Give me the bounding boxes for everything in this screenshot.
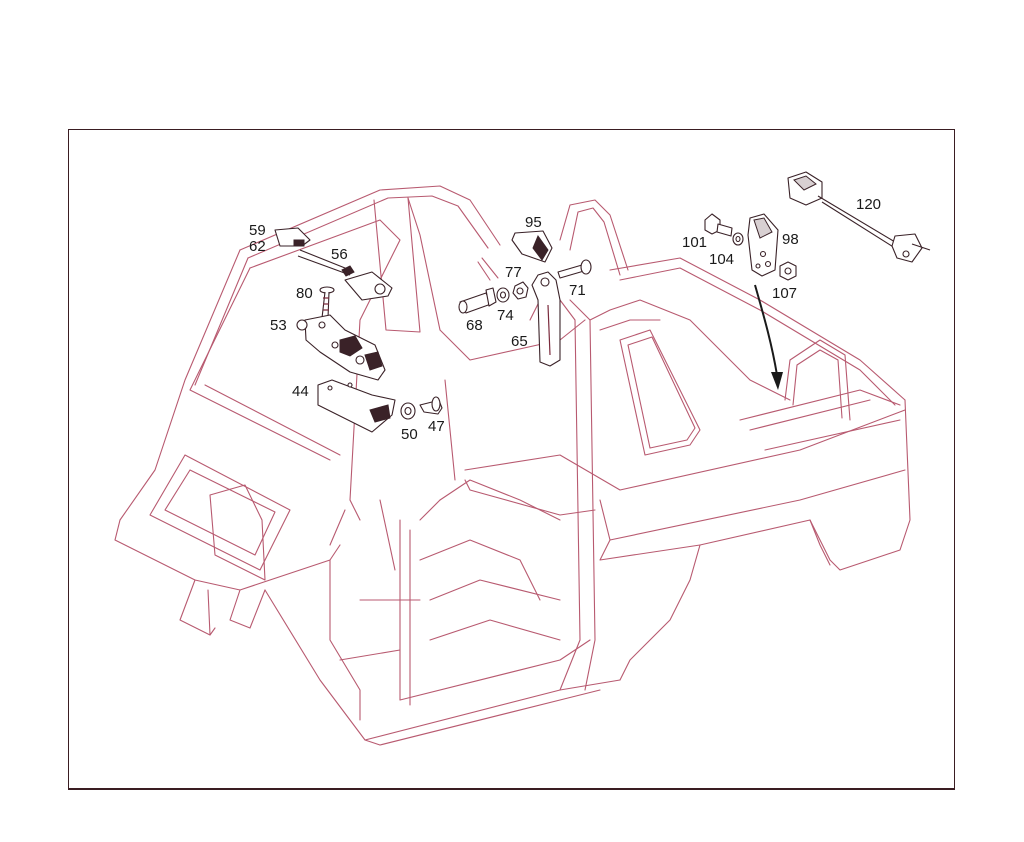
callout-74: 74 <box>497 307 514 324</box>
callout-98: 98 <box>782 231 799 248</box>
bolt-101 <box>704 213 733 237</box>
bolt-47 <box>419 396 443 415</box>
nut-107 <box>779 261 797 281</box>
callout-120: 120 <box>856 196 881 213</box>
callout-104: 104 <box>709 251 734 268</box>
callout-95: 95 <box>525 214 542 231</box>
callout-44: 44 <box>292 383 309 400</box>
bolt-71 <box>557 259 592 279</box>
lock-mechanism-53 <box>296 314 386 381</box>
callout-labels: 59 62 56 80 53 44 50 47 95 77 74 68 71 6… <box>249 196 881 443</box>
bracket-95 <box>511 230 553 263</box>
callout-101: 101 <box>682 234 707 251</box>
callout-50: 50 <box>401 426 418 443</box>
callout-77: 77 <box>505 264 522 281</box>
diagram-frame <box>68 129 955 790</box>
lock-cylinder-56 <box>341 265 393 301</box>
callout-53: 53 <box>270 317 287 334</box>
striker-plate-44 <box>317 379 396 433</box>
callout-59: 59 <box>249 222 266 239</box>
strap-65 <box>531 271 561 367</box>
hinge-bracket-98 <box>747 213 779 277</box>
callout-65: 65 <box>511 333 528 350</box>
callout-56: 56 <box>331 246 348 263</box>
washer-104 <box>732 232 744 246</box>
cable-120 <box>787 171 931 263</box>
vehicle-body-outline <box>114 185 911 746</box>
nut-77 <box>512 281 529 300</box>
callout-62: 62 <box>249 238 266 255</box>
callout-80: 80 <box>296 285 313 302</box>
bushing-68 <box>458 287 497 314</box>
callout-47: 47 <box>428 418 445 435</box>
leader-arrow <box>754 284 783 390</box>
connector-59-62 <box>274 227 351 276</box>
washer-74 <box>496 287 510 303</box>
callout-68: 68 <box>466 317 483 334</box>
callout-107: 107 <box>772 285 797 302</box>
callout-71: 71 <box>569 282 586 299</box>
washer-50 <box>400 402 416 420</box>
screw-80 <box>319 286 335 319</box>
